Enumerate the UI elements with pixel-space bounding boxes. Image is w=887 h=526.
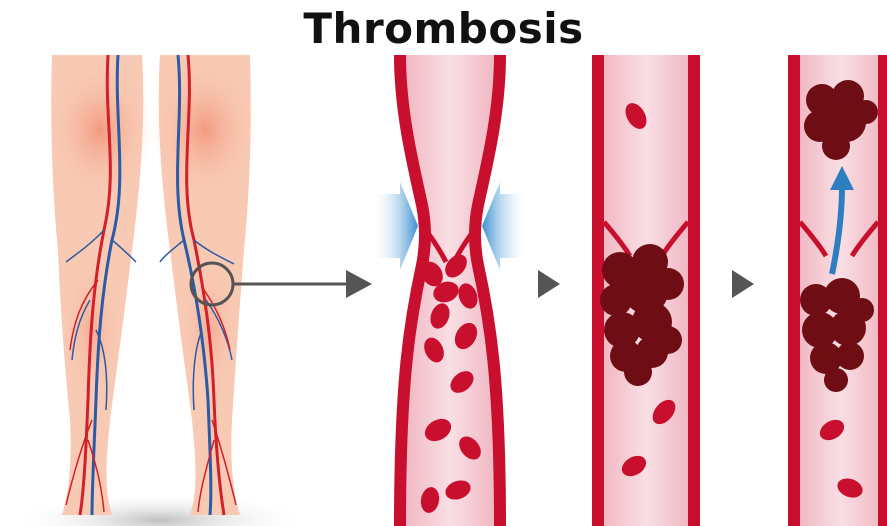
compression-arrow-icon <box>372 182 418 270</box>
next-step-arrow-icon-2 <box>732 270 754 298</box>
vessel-embolus <box>794 55 887 526</box>
floor-shadow <box>10 492 310 526</box>
compression-arrow-icon-right <box>482 182 528 270</box>
right-knee-glow <box>153 60 257 200</box>
vessel-compressed <box>372 55 528 526</box>
left-knee-glow <box>48 60 152 200</box>
legs-anatomy <box>10 55 372 526</box>
pointer-arrow-head <box>346 270 372 298</box>
vessel-clot <box>598 55 694 526</box>
next-step-arrow-icon <box>538 270 560 298</box>
